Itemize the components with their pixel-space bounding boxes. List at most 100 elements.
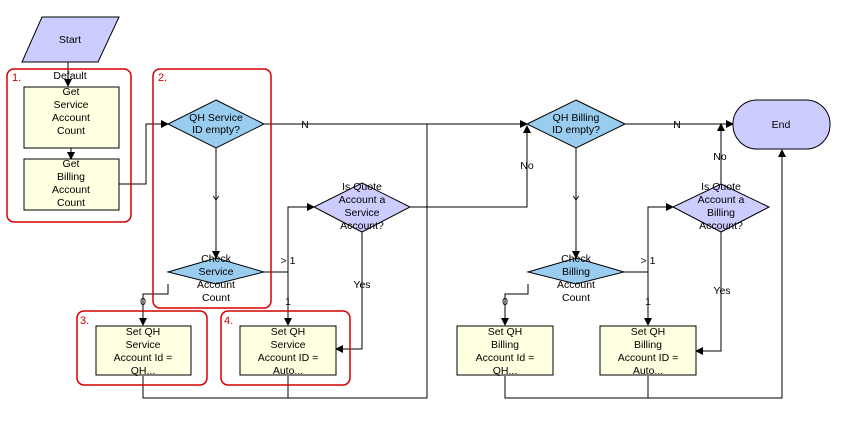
node-label-line: Count: [562, 292, 590, 304]
node-label-line: Billing: [707, 207, 735, 219]
node-label-line: Service: [344, 207, 379, 219]
node-label-line: Billing: [634, 339, 662, 351]
node-label-line: Account: [557, 279, 595, 291]
node-label-line: Get: [63, 86, 80, 98]
edge-quote-service-yes: [335, 232, 363, 353]
node-label-line: Get: [63, 158, 80, 170]
is-quote-billing-account-decision[interactable]: [671, 183, 771, 233]
set-qh-billing-account-id-qh[interactable]: [456, 325, 554, 376]
node-label-line: QH...: [131, 365, 156, 377]
start-label: Start: [59, 34, 81, 46]
node-label-line: Count: [57, 125, 85, 137]
get-billing-account-count[interactable]: [23, 158, 120, 211]
node-label-line: Account: [197, 279, 235, 291]
node-label-line: Service: [125, 339, 160, 351]
is-quote-service-account-decision[interactable]: [312, 182, 412, 233]
node-label-line: Account Id =: [476, 352, 535, 364]
set-qh-service-account-id-auto[interactable]: [239, 325, 337, 376]
node-label-line: Billing: [57, 171, 85, 183]
group-1-box: [6, 68, 132, 223]
edge-label-one-a: 1: [285, 296, 291, 308]
end-label: End: [772, 119, 791, 131]
get-service-account-count[interactable]: [23, 86, 120, 149]
group-4-label: 4.: [224, 315, 233, 327]
node-label-line: QH...: [493, 365, 518, 377]
node-label-line: Set QH: [126, 326, 160, 338]
edge-label-no-a: No: [520, 160, 534, 172]
edge-billing-sets-merge: [504, 149, 786, 399]
edge-label-n1: N: [301, 119, 309, 131]
group-3-label: 3.: [80, 315, 89, 327]
qh-service-id-empty-decision[interactable]: [166, 99, 266, 149]
edge-label-gt1-b: > 1: [641, 255, 656, 267]
node-label-line: Auto...: [633, 365, 663, 377]
end-node[interactable]: [732, 99, 831, 150]
edge-label-no-b: No: [713, 151, 727, 163]
node-label-line: Service: [53, 99, 88, 111]
node-label-line: ID empty?: [552, 124, 600, 136]
edge-get-billing-to-qh-service: [119, 120, 169, 185]
node-label-line: Check: [561, 253, 592, 265]
edge-check-service-0: [139, 284, 169, 326]
node-label-line: Account ID =: [618, 352, 678, 364]
node-label-line: Account?: [340, 220, 384, 232]
set-qh-billing-account-id-auto[interactable]: [599, 325, 697, 376]
set-qh-service-account-id-qh[interactable]: [95, 325, 192, 376]
group-1-label: 1.: [12, 72, 21, 84]
node-label-line: Check: [201, 253, 232, 265]
edge-label-y2: Y: [572, 194, 579, 206]
edge-labels: Default N Y > 1 0 1 Yes No N Y > 1 0 1 Y…: [53, 70, 730, 308]
edge-label-yes-b: Yes: [713, 285, 730, 297]
check-billing-account-count-decision[interactable]: [526, 257, 626, 285]
node-label-line: Count: [57, 197, 85, 209]
node-label-line: Auto...: [273, 365, 303, 377]
node-label-line: ID empty?: [192, 124, 240, 136]
node-label-line: Account: [52, 112, 90, 124]
node-label-line: Is Quote: [701, 181, 741, 193]
node-label-line: Is Quote: [342, 181, 382, 193]
edge-quote-service-no: [410, 125, 531, 208]
edge-service-sets-merge: [142, 124, 428, 399]
node-label-line: Account: [52, 184, 90, 196]
node-label-line: Set QH: [488, 326, 522, 338]
edge-label-one-b: 1: [645, 296, 651, 308]
edge-label-zero-b: 0: [502, 296, 508, 308]
edge-label-yes-a: Yes: [353, 279, 370, 291]
edge-label-default: Default: [53, 70, 86, 82]
check-service-account-count-decision[interactable]: [166, 257, 266, 285]
node-label-line: Service: [270, 339, 305, 351]
node-label-line: Account Id =: [114, 352, 173, 364]
group-3-box: [76, 310, 208, 386]
node-label-line: Account?: [699, 220, 743, 232]
group-4-box: [220, 310, 351, 386]
node-label-line: QH Billing: [553, 112, 600, 124]
node-label-line: Service: [198, 266, 233, 278]
node-label-line: Account a: [698, 194, 745, 206]
edge-check-billing-gt1: [624, 203, 674, 273]
edge-label-gt1-a: > 1: [281, 255, 296, 267]
edge-quote-billing-yes: [695, 232, 722, 355]
node-label-line: Set QH: [631, 326, 665, 338]
start-node[interactable]: [21, 16, 120, 63]
connectors: [64, 62, 786, 399]
highlight-groups: [6, 68, 351, 386]
node-label-line: QH Service: [189, 112, 243, 124]
node-label-line: Set QH: [271, 326, 305, 338]
node-label-line: Billing: [562, 266, 590, 278]
edge-label-zero-a: 0: [140, 296, 146, 308]
node-label-line: Account ID =: [258, 352, 318, 364]
qh-billing-id-empty-decision[interactable]: [525, 99, 627, 149]
edge-check-billing-0: [501, 284, 529, 326]
